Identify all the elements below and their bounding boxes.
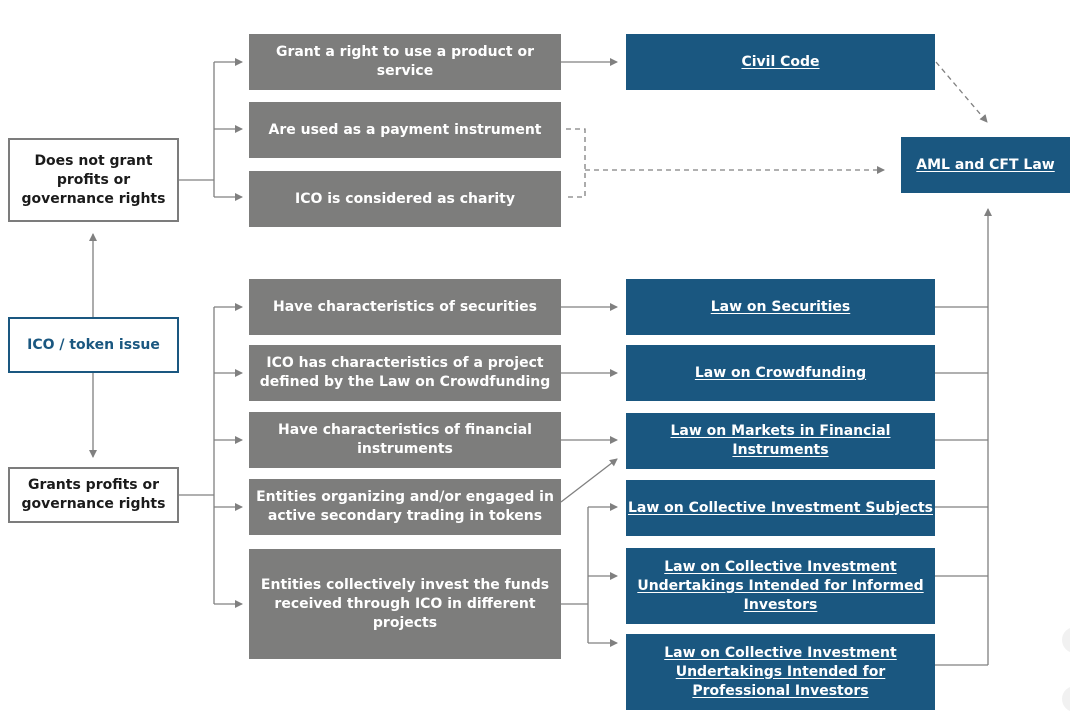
condition-label: Entities organizing and/or engaged in ac… xyxy=(256,489,554,524)
condition-label: Entities collectively invest the funds r… xyxy=(260,576,550,631)
condition-label: Are used as a payment instrument xyxy=(268,121,542,138)
condition-securities: Have characteristics of securities xyxy=(249,279,561,335)
law-cis-informed-investors-link[interactable]: Law on Collective Investment Undertaking… xyxy=(626,548,935,624)
law-aml-cft-link[interactable]: AML and CFT Law xyxy=(901,137,1070,193)
law-markets-financial-instruments-link[interactable]: Law on Markets in Financial Instruments xyxy=(626,413,935,469)
condition-label: Have characteristics of financial instru… xyxy=(278,422,532,457)
node-label: Does not grant profits or governance rig… xyxy=(21,152,166,207)
arrow-secondary-to-law-markets xyxy=(560,458,618,503)
condition-product-right: Grant a right to use a product or servic… xyxy=(249,34,561,90)
law-securities-link[interactable]: Law on Securities xyxy=(626,279,935,335)
arrow-civil-code-to-aml xyxy=(935,61,988,123)
condition-crowdfunding: ICO has characteristics of a project def… xyxy=(249,345,561,401)
law-label: AML and CFT Law xyxy=(916,156,1055,173)
law-label: Law on Collective Investment Undertaking… xyxy=(637,558,924,613)
law-crowdfunding-link[interactable]: Law on Crowdfunding xyxy=(626,345,935,401)
condition-label: Grant a right to use a product or servic… xyxy=(275,44,535,79)
node-grants-profit-rights: Grants profits or governance rights xyxy=(8,467,179,523)
condition-label: Have characteristics of securities xyxy=(273,298,537,315)
condition-label: ICO has characteristics of a project def… xyxy=(259,355,551,390)
condition-collective-investment: Entities collectively invest the funds r… xyxy=(249,549,561,659)
decorative-circle xyxy=(1062,627,1070,653)
law-cis-professional-investors-link[interactable]: Law on Collective Investment Undertaking… xyxy=(626,634,935,710)
law-label: Law on Markets in Financial Instruments xyxy=(670,423,891,458)
law-label: Law on Collective Investment Undertaking… xyxy=(664,644,897,699)
condition-secondary-trading: Entities organizing and/or engaged in ac… xyxy=(249,479,561,535)
dashed-payment-charity-bracket xyxy=(566,128,586,198)
decorative-circle xyxy=(1062,686,1070,712)
node-ico-token-issue: ICO / token issue xyxy=(8,317,179,373)
node-label: Grants profits or governance rights xyxy=(21,477,166,512)
condition-label: ICO is considered as charity xyxy=(295,190,515,207)
law-civil-code-link[interactable]: Civil Code xyxy=(626,34,935,90)
condition-financial-instruments: Have characteristics of financial instru… xyxy=(249,412,561,468)
law-label: Civil Code xyxy=(741,53,820,70)
law-collective-investment-subjects-link[interactable]: Law on Collective Investment Subjects xyxy=(626,480,935,536)
condition-charity: ICO is considered as charity xyxy=(249,171,561,227)
law-label: Law on Collective Investment Subjects xyxy=(627,499,934,516)
law-label: Law on Securities xyxy=(710,298,851,315)
law-label: Law on Crowdfunding xyxy=(694,364,867,381)
node-label: ICO / token issue xyxy=(27,336,160,353)
condition-payment-instrument: Are used as a payment instrument xyxy=(249,102,561,158)
node-no-profit-rights: Does not grant profits or governance rig… xyxy=(8,138,179,222)
